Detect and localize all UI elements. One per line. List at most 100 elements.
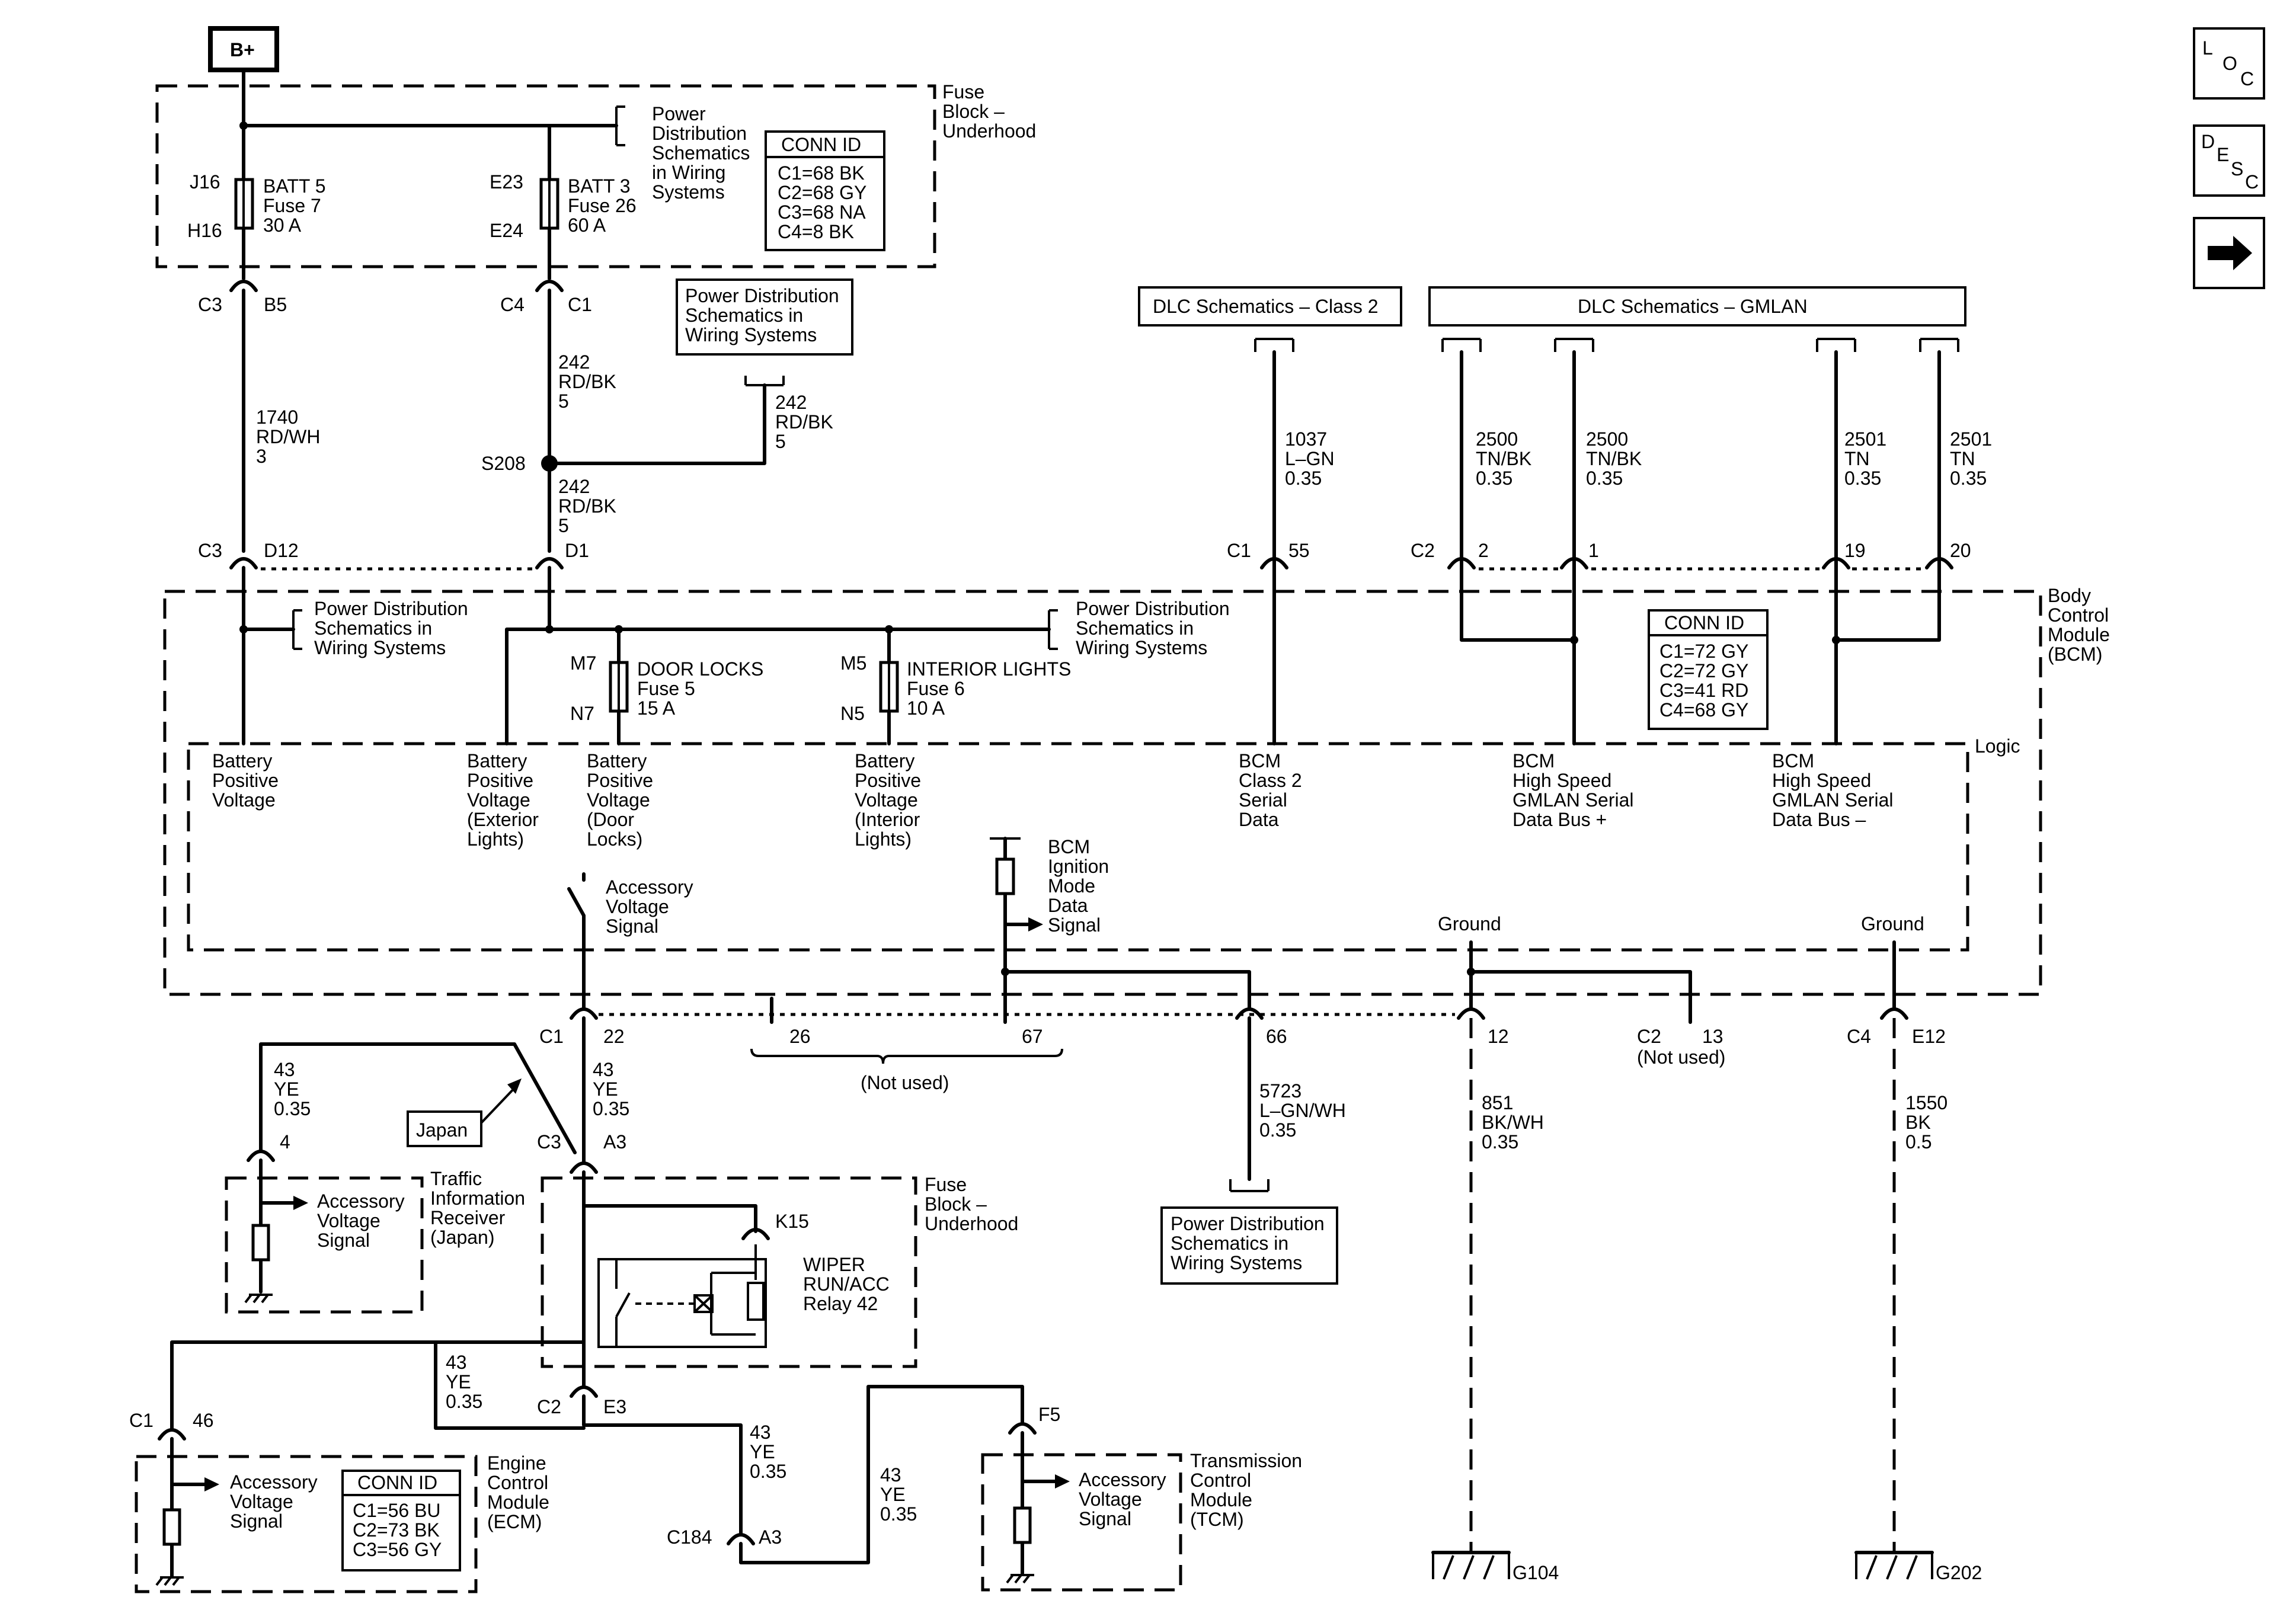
svg-text:Information: Information [430, 1188, 525, 1209]
svg-text:Distribution: Distribution [652, 123, 747, 144]
dlc-gmlan-box[interactable]: DLC Schematics – GMLAN [1428, 286, 1966, 327]
svg-text:CONN ID: CONN ID [1664, 612, 1744, 633]
svg-text:0.35: 0.35 [1285, 468, 1322, 489]
svg-text:Accessory: Accessory [606, 876, 693, 898]
svg-text:Block –: Block – [942, 101, 1005, 122]
desc-button[interactable]: D E S C [2193, 124, 2265, 197]
svg-text:H16: H16 [187, 220, 222, 241]
svg-text:0.35: 0.35 [1586, 468, 1623, 489]
svg-text:Positive: Positive [855, 770, 921, 791]
svg-text:Positive: Positive [587, 770, 653, 791]
wire-2501-b-label: 2501 TN 0.35 [1950, 428, 1992, 489]
svg-text:BATT 3: BATT 3 [568, 175, 631, 197]
fuse-batt3: E23 E24 BATT 3 Fuse 26 60 A [490, 171, 637, 241]
svg-text:C1: C1 [539, 1026, 564, 1047]
svg-text:Accessory: Accessory [1079, 1469, 1166, 1490]
svg-text:Module: Module [1190, 1489, 1252, 1510]
svg-text:C1: C1 [129, 1410, 154, 1431]
svg-text:Data Bus –: Data Bus – [1772, 809, 1866, 830]
tcm: Accessory Voltage Signal Transmission Co… [1006, 1431, 1302, 1584]
svg-text:Underhood: Underhood [925, 1213, 1018, 1234]
loc-letter-3: C [2240, 68, 2254, 89]
wire-43-d-label: 43 YE 0.35 [750, 1422, 786, 1482]
wire-5723-label: 5723 L–GN/WH 0.35 [1259, 1080, 1346, 1141]
svg-text:C2: C2 [1637, 1026, 1661, 1047]
svg-text:Voltage: Voltage [1079, 1489, 1142, 1510]
svg-text:Data: Data [1048, 895, 1088, 916]
svg-text:(Door: (Door [587, 809, 634, 830]
svg-text:0.35: 0.35 [446, 1391, 482, 1412]
svg-text:C1=68 BK: C1=68 BK [778, 162, 865, 184]
conn-c1: C1 [568, 294, 592, 315]
svg-text:N7: N7 [570, 703, 594, 724]
svg-text:22: 22 [603, 1026, 625, 1047]
fuse-block-top-label: Fuse Block – Underhood [942, 81, 1036, 142]
svg-text:Wiring Systems: Wiring Systems [1171, 1252, 1302, 1273]
next-arrow-button[interactable] [2193, 217, 2265, 289]
svg-text:C3=41 RD: C3=41 RD [1659, 680, 1748, 701]
svg-text:67: 67 [1022, 1026, 1043, 1047]
svg-text:20: 20 [1950, 540, 1971, 561]
svg-text:BK/WH: BK/WH [1482, 1112, 1544, 1133]
svg-text:Ignition: Ignition [1048, 856, 1109, 877]
svg-text:C2: C2 [537, 1396, 561, 1417]
wiper-relay: WIPER RUN/ACC Relay 42 [615, 1244, 890, 1347]
bcm-pd-ref-1: Power Distribution Schematics in Wiring … [314, 598, 468, 658]
svg-text:1: 1 [1588, 540, 1599, 561]
conn-c4: C4 [500, 294, 525, 315]
battery-positive: B+ [208, 26, 279, 72]
svg-text:Power Distribution: Power Distribution [1171, 1213, 1325, 1234]
input-gmlan-minus: BCM High Speed GMLAN Serial Data Bus – [1772, 750, 1894, 830]
svg-text:Fuse 26: Fuse 26 [568, 195, 637, 216]
svg-text:Locks): Locks) [587, 828, 642, 850]
svg-text:YE: YE [274, 1078, 299, 1100]
svg-text:YE: YE [750, 1441, 775, 1462]
svg-text:43: 43 [446, 1352, 467, 1373]
svg-text:in Wiring: in Wiring [652, 162, 725, 183]
svg-text:DLC Schematics – Class 2: DLC Schematics – Class 2 [1153, 296, 1379, 317]
svg-text:851: 851 [1482, 1092, 1513, 1113]
svg-text:4: 4 [280, 1131, 290, 1153]
svg-text:Serial: Serial [1239, 789, 1287, 811]
svg-text:0.35: 0.35 [274, 1098, 311, 1119]
pd-ref-box-low[interactable]: Power Distribution Schematics in Wiring … [1160, 1206, 1338, 1285]
svg-text:WIPER: WIPER [803, 1254, 865, 1275]
svg-text:C4: C4 [1847, 1026, 1871, 1047]
svg-text:Fuse 5: Fuse 5 [637, 678, 695, 699]
svg-text:5: 5 [775, 431, 786, 452]
svg-text:GMLAN Serial: GMLAN Serial [1772, 789, 1894, 811]
svg-text:C2=72 GY: C2=72 GY [1659, 660, 1748, 681]
svg-text:E23: E23 [490, 171, 523, 193]
svg-text:Fuse: Fuse [942, 81, 984, 103]
wire-2501-a-label: 2501 TN 0.35 [1844, 428, 1886, 489]
svg-text:RD/WH: RD/WH [256, 426, 320, 447]
svg-text:2500: 2500 [1476, 428, 1518, 450]
svg-text:5: 5 [558, 391, 569, 412]
pd-ref-box-mid[interactable]: Power Distribution Schematics in Wiring … [676, 279, 853, 356]
svg-text:Wiring Systems: Wiring Systems [1076, 637, 1207, 658]
svg-text:Voltage: Voltage [467, 789, 530, 811]
wire-43-a-label: 43 YE 0.35 [274, 1059, 311, 1119]
svg-text:YE: YE [446, 1371, 471, 1393]
loc-button[interactable]: L O C [2193, 27, 2265, 100]
svg-text:GMLAN Serial: GMLAN Serial [1512, 789, 1634, 811]
svg-text:(TCM): (TCM) [1190, 1509, 1244, 1530]
bcm-pd-ref-2: Power Distribution Schematics in Wiring … [1076, 598, 1230, 658]
svg-text:(BCM): (BCM) [2048, 644, 2102, 665]
input-bpv-door-locks: Battery Positive Voltage (Door Locks) [587, 750, 653, 850]
svg-text:Power Distribution: Power Distribution [314, 598, 468, 619]
svg-text:A3: A3 [759, 1526, 782, 1548]
svg-text:Engine: Engine [487, 1452, 546, 1474]
svg-text:43: 43 [750, 1422, 771, 1443]
svg-text:L–GN/WH: L–GN/WH [1259, 1100, 1346, 1121]
svg-text:Control: Control [1190, 1470, 1251, 1491]
bcm-logic-outline [187, 742, 1969, 952]
svg-text:Signal: Signal [317, 1230, 370, 1251]
svg-text:(Interior: (Interior [855, 809, 920, 830]
svg-text:0.35: 0.35 [593, 1098, 629, 1119]
svg-text:0.35: 0.35 [1259, 1119, 1296, 1141]
svg-text:Schematics in: Schematics in [685, 305, 803, 326]
svg-text:43: 43 [274, 1059, 295, 1080]
dlc-class2-box[interactable]: DLC Schematics – Class 2 [1138, 286, 1402, 327]
svg-text:46: 46 [193, 1410, 214, 1431]
